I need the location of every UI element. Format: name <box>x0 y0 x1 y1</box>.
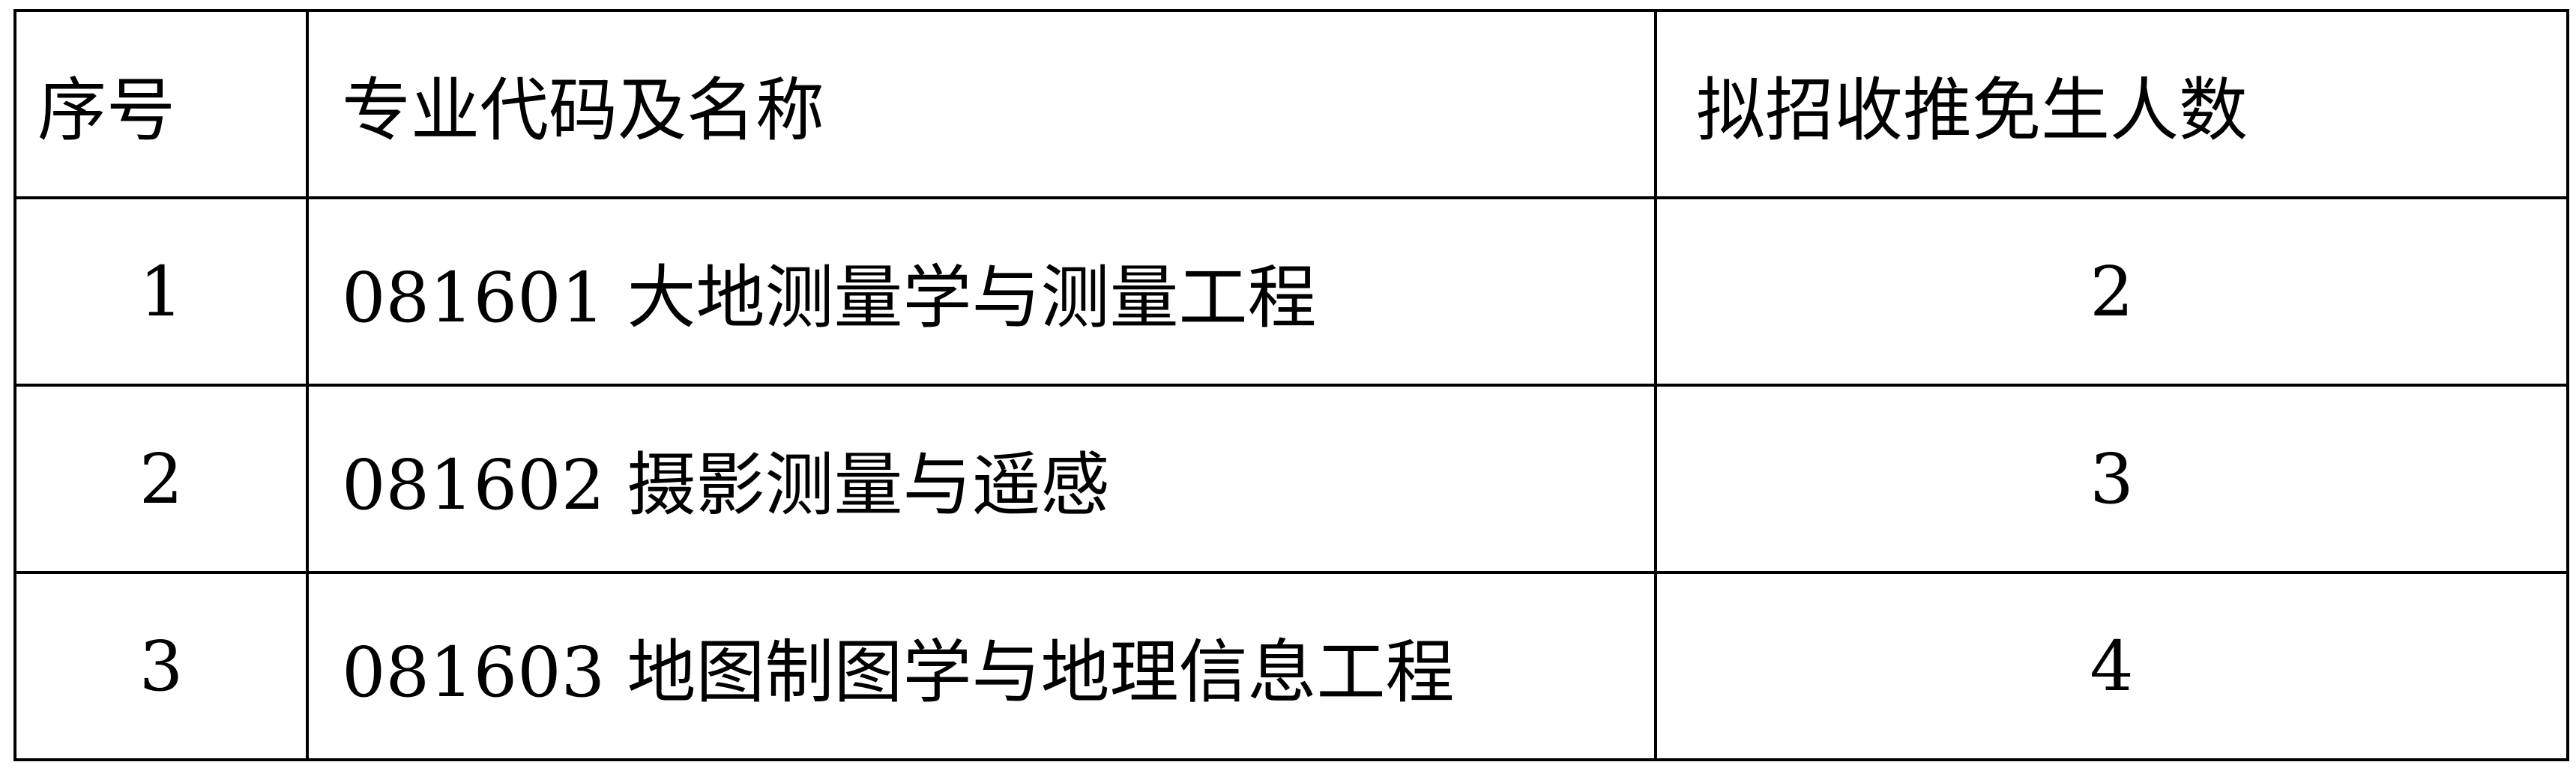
row-count: 3 <box>1654 384 2569 574</box>
header-count: 拟招收推免生人数 <box>1654 9 2569 199</box>
table-header-row: 序号 专业代码及名称 拟招收推免生人数 <box>13 9 2569 199</box>
row-index: 1 <box>13 196 309 387</box>
row-count: 2 <box>1654 196 2569 387</box>
row-major: 081601 大地测量学与测量工程 <box>306 196 1657 387</box>
row-major: 081602 摄影测量与遥感 <box>306 384 1657 574</box>
table-row: 1 081601 大地测量学与测量工程 2 <box>13 196 2569 387</box>
table-row: 2 081602 摄影测量与遥感 3 <box>13 384 2569 574</box>
row-count: 4 <box>1654 571 2569 761</box>
admission-quota-table: 序号 专业代码及名称 拟招收推免生人数 1 081601 大地测量学与测量工程 … <box>13 9 2569 761</box>
row-index: 3 <box>13 571 309 761</box>
table-row: 3 081603 地图制图学与地理信息工程 4 <box>13 571 2569 761</box>
header-index: 序号 <box>13 9 309 199</box>
row-index: 2 <box>13 384 309 574</box>
row-major: 081603 地图制图学与地理信息工程 <box>306 571 1657 761</box>
header-major: 专业代码及名称 <box>306 9 1657 199</box>
